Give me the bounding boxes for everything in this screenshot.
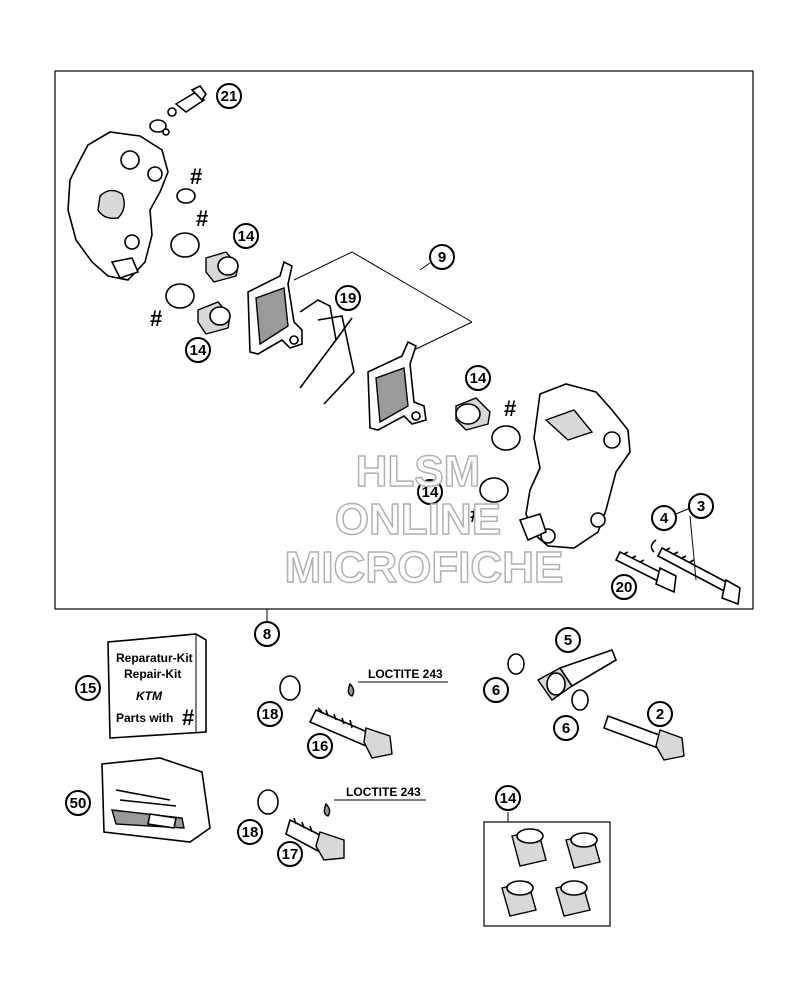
callout-14-left-lower: 14 xyxy=(185,337,211,363)
repair-kit-line1: Reparatur-Kit xyxy=(116,651,193,665)
svg-text:18: 18 xyxy=(242,824,259,841)
svg-text:14: 14 xyxy=(190,342,207,359)
svg-text:8: 8 xyxy=(263,626,271,643)
svg-text:50: 50 xyxy=(70,795,87,812)
washer-upper xyxy=(279,675,301,701)
brake-pad-left xyxy=(247,260,303,355)
o-ring-large-left-upper xyxy=(170,232,200,258)
callout-15: 15 xyxy=(75,675,101,701)
bleed-screw xyxy=(149,84,207,136)
svg-text:20: 20 xyxy=(616,579,633,596)
hash-mark-5: # xyxy=(470,502,482,527)
svg-text:9: 9 xyxy=(438,249,446,266)
hash-mark-4: # xyxy=(504,396,516,421)
callout-14-box: 14 xyxy=(495,785,521,811)
svg-text:14: 14 xyxy=(238,228,255,245)
caliper-bolt-long xyxy=(656,546,741,606)
callout-18-lower: 18 xyxy=(237,819,263,845)
svg-text:4: 4 xyxy=(660,510,669,527)
right-caliper-half xyxy=(518,383,631,549)
leader-9-b xyxy=(351,251,473,323)
svg-text:14: 14 xyxy=(500,790,517,807)
svg-text:21: 21 xyxy=(221,88,238,105)
svg-text:6: 6 xyxy=(562,720,570,737)
svg-text:6: 6 xyxy=(492,682,500,699)
washer-lower xyxy=(257,789,279,815)
o-ring-large-right-lower xyxy=(479,477,509,503)
watermark-line3: MICROFICHE xyxy=(285,543,564,592)
leader-3 xyxy=(689,515,697,581)
piston-left-upper xyxy=(205,251,239,283)
callout-5: 5 xyxy=(555,627,581,653)
leader-9-c xyxy=(413,321,473,351)
callout-16: 16 xyxy=(307,733,333,759)
repair-kit-brand: KTM xyxy=(136,689,163,703)
watermark-line2: ONLINE xyxy=(335,495,501,544)
washer-6-upper xyxy=(507,653,525,675)
callout-2: 2 xyxy=(647,701,673,727)
leader-9-d xyxy=(419,262,431,271)
caliper-bolt-short xyxy=(614,550,677,594)
leader-9-a xyxy=(293,251,353,281)
callout-8: 8 xyxy=(254,621,280,647)
guide-pin-bolt xyxy=(602,714,685,761)
hash-mark-1: # xyxy=(190,164,202,189)
svg-text:18: 18 xyxy=(262,706,279,723)
svg-text:3: 3 xyxy=(697,498,705,515)
repair-kit-line3: Parts with xyxy=(116,711,173,725)
svg-text:2: 2 xyxy=(656,706,664,723)
callout-19: 19 xyxy=(335,285,361,311)
callout-4: 4 xyxy=(651,505,677,531)
callout-6-upper: 6 xyxy=(483,677,509,703)
svg-text:5: 5 xyxy=(564,632,572,649)
hash-mark-2: # xyxy=(196,206,208,231)
leader-4 xyxy=(675,507,691,515)
callout-9: 9 xyxy=(429,244,455,270)
pistons-box xyxy=(483,821,611,927)
svg-text:15: 15 xyxy=(80,680,97,697)
callout-21: 21 xyxy=(216,83,242,109)
piston-set xyxy=(501,828,601,917)
callout-14-right-upper: 14 xyxy=(465,365,491,391)
loctite-label-upper: LOCTITE 243 xyxy=(368,667,443,681)
callout-17: 17 xyxy=(277,841,303,867)
caliper-mount-bolt-long xyxy=(308,707,393,759)
washer-6-lower xyxy=(571,689,589,711)
o-ring-large-left-lower xyxy=(165,283,195,309)
left-caliper-half xyxy=(67,131,169,281)
sleeve-bushing xyxy=(536,648,617,701)
retaining-clip xyxy=(650,539,657,553)
callout-3: 3 xyxy=(688,493,714,519)
callout-18-upper: 18 xyxy=(257,701,283,727)
callout-6-lower: 6 xyxy=(553,715,579,741)
o-ring-small-left xyxy=(176,188,196,204)
piston-right xyxy=(455,397,491,431)
svg-text:14: 14 xyxy=(422,484,439,501)
callout-14-left-upper: 14 xyxy=(233,223,259,249)
watermark-line1: HLSM xyxy=(356,447,481,496)
callout-50: 50 xyxy=(65,790,91,816)
svg-text:14: 14 xyxy=(470,370,487,387)
o-ring-large-right-upper xyxy=(491,425,521,451)
caliper-mount-bolt-short xyxy=(285,817,345,861)
callout-14-right-lower: 14 xyxy=(417,479,443,505)
repair-kit-bag xyxy=(101,757,211,843)
svg-text:16: 16 xyxy=(312,738,329,755)
brake-pad-right xyxy=(367,340,427,431)
loctite-label-lower: LOCTITE 243 xyxy=(346,785,421,799)
repair-kit-box xyxy=(107,633,207,739)
callout-20: 20 xyxy=(611,574,637,600)
pad-spring xyxy=(299,299,355,405)
svg-text:17: 17 xyxy=(282,846,299,863)
hash-mark-3: # xyxy=(150,306,162,331)
repair-kit-line2: Repair-Kit xyxy=(124,667,181,681)
repair-kit-hash: # xyxy=(182,705,194,730)
loctite-drop-lower xyxy=(323,802,331,817)
svg-text:19: 19 xyxy=(340,290,357,307)
loctite-drop-upper xyxy=(347,682,355,697)
piston-left-lower xyxy=(197,301,231,335)
assembly-frame xyxy=(54,70,754,610)
